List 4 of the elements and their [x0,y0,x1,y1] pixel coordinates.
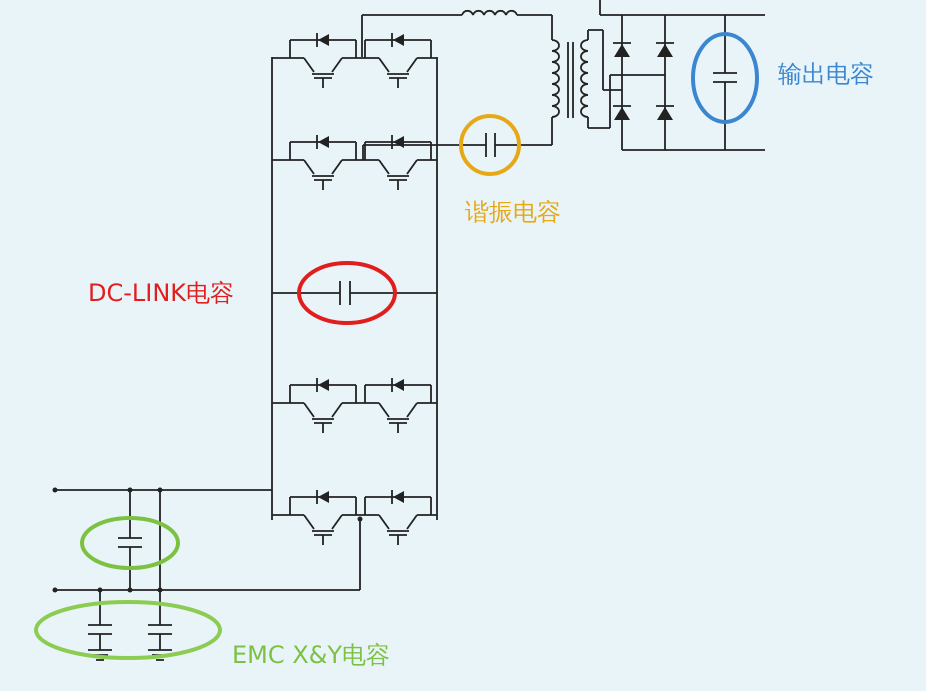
component-label: 输出电容 [778,60,874,89]
component-label: EMC X&Y电容 [232,641,390,670]
component-label: DC-LINK电容 [88,279,234,308]
component-label: 谐振电容 [465,198,561,227]
